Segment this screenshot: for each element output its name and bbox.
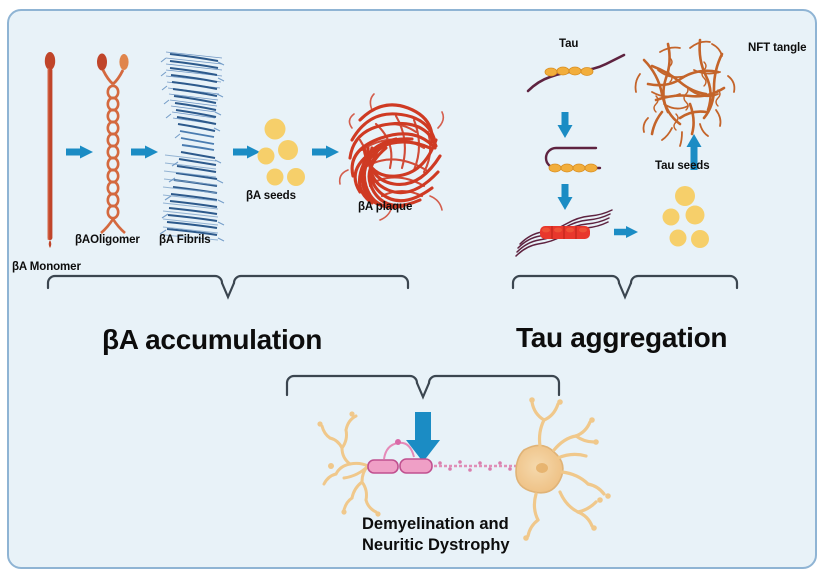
section-title-tau: Tau aggregation: [516, 322, 728, 353]
label-abeta-oligomer: βAOligomer: [75, 234, 140, 246]
outcome-line-1: Demyelination and: [362, 515, 509, 533]
label-tau-seeds: Tau seeds: [655, 160, 710, 172]
label-abeta-plaque: βA plaque: [358, 201, 413, 213]
label-abeta-fibrils: βA Fibrils: [159, 234, 211, 246]
figure-frame: [7, 9, 817, 569]
section-title-abeta: βA accumulation: [102, 324, 323, 355]
label-tau: Tau: [559, 38, 579, 50]
label-abeta-monomer: βA Monomer: [12, 261, 81, 273]
outcome-line-2: Neuritic Dystrophy: [362, 536, 510, 554]
label-abeta-seeds: βA seeds: [246, 190, 296, 202]
label-nft-tangle: NFT tangle: [748, 42, 807, 54]
